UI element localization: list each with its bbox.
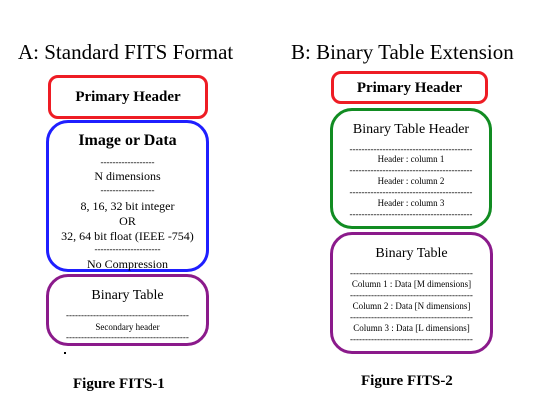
table-box-dashes-1: ----------------------------------------… (350, 268, 473, 278)
binary-table-header-box: Binary Table Header --------------------… (330, 108, 492, 229)
image-data-dashes-3: ---------------------- (94, 244, 161, 254)
panel-b-primary-header-box: Primary Header (331, 71, 488, 104)
panel-a-binary-table-box: Binary Table ---------------------------… (46, 274, 209, 346)
panel-a-binary-table-title: Binary Table (91, 288, 164, 303)
header-box-dashes-2: ----------------------------------------… (349, 165, 473, 175)
data-column-3: Column 3 : Data [L dimensions] (353, 323, 470, 333)
table-box-dashes-3: ----------------------------------------… (350, 312, 473, 322)
header-column-2: Header : column 2 (377, 176, 445, 186)
panel-b-primary-header-label: Primary Header (356, 80, 463, 96)
panel-a-title: A: Standard FITS Format (18, 40, 234, 64)
image-data-title: Image or Data (78, 132, 177, 149)
header-column-3: Header : column 3 (377, 198, 445, 208)
secondary-header-label: Secondary header (95, 322, 160, 332)
figure-fits-2-caption: Figure FITS-2 (361, 373, 453, 389)
panel-a-primary-header-box: Primary Header (48, 75, 208, 119)
image-data-compression: No Compression (87, 257, 168, 271)
table-box-dashes-2: ----------------------------------------… (350, 290, 473, 300)
image-data-dimensions: N dimensions (94, 169, 161, 183)
figure-fits-1-caption: Figure FITS-1 (73, 376, 165, 392)
image-data-or: OR (119, 214, 136, 228)
data-column-1: Column 1 : Data [M dimensions] (351, 279, 472, 289)
header-box-dashes-3: ----------------------------------------… (349, 187, 473, 197)
dot-marker (64, 352, 66, 354)
image-data-dashes-2: ------------------ (100, 185, 155, 195)
panel-b-binary-table-title: Binary Table (375, 246, 448, 261)
image-data-dashes-1: ------------------ (100, 157, 155, 167)
image-data-float: 32, 64 bit float (IEEE -754) (61, 229, 194, 243)
panel-b-title: B: Binary Table Extension (291, 40, 514, 64)
data-column-2: Column 2 : Data [N dimensions] (352, 301, 471, 311)
header-box-dashes-4: ----------------------------------------… (349, 209, 473, 219)
table-box-dashes-4: ----------------------------------------… (350, 334, 473, 344)
panel-b-binary-table-box: Binary Table ---------------------------… (330, 232, 493, 354)
panel-a-primary-header-label: Primary Header (75, 89, 181, 105)
image-data-integer: 8, 16, 32 bit integer (80, 199, 175, 213)
header-box-dashes-1: ----------------------------------------… (349, 144, 473, 154)
image-data-box: Image or Data ------------------ N dimen… (46, 120, 209, 272)
binary-table-header-title: Binary Table Header (352, 122, 470, 137)
panel-a-binary-table-dashes-1: ----------------------------------------… (66, 310, 189, 320)
header-column-1: Header : column 1 (377, 154, 445, 164)
panel-a-binary-table-dashes-2: ----------------------------------------… (66, 332, 189, 342)
